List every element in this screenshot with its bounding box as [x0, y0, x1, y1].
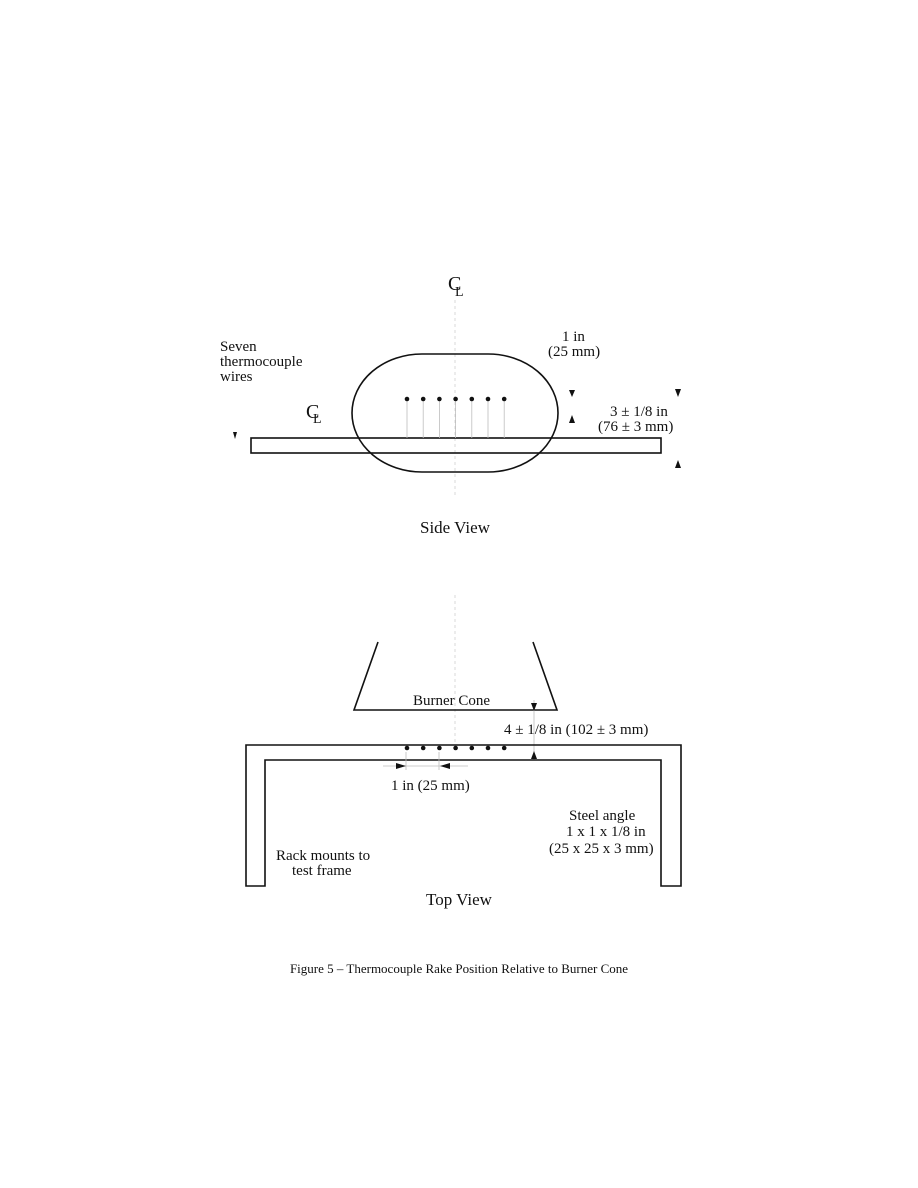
- top-spacing-arrow-left: [440, 763, 450, 769]
- rake-centerline-symbol: C: [306, 401, 319, 423]
- steel-angle-rack: [245, 744, 682, 887]
- burner-cone-outline: [351, 353, 559, 473]
- distance-label: 4 ± 1/8 in (102 ± 3 mm): [504, 722, 648, 738]
- thermocouple-dot: [404, 745, 410, 751]
- rake-centerline-symbol-sub: L: [313, 412, 322, 427]
- thermocouple-dot: [420, 396, 426, 402]
- top-view: Burner Cone 4 ± 1/8 in (102 ± 3 mm) 1 in…: [245, 595, 682, 909]
- thermocouple-dot: [453, 396, 458, 402]
- thermocouple-dot: [420, 745, 426, 751]
- thermocouple-dot: [437, 396, 442, 402]
- burner-cone-top: [352, 641, 559, 711]
- thermocouple-dot: [469, 396, 475, 402]
- thermocouple-dot: [453, 745, 458, 751]
- side-spacing-label: 1 in (25 mm): [548, 329, 600, 360]
- top-spacing-label: 1 in (25 mm): [391, 778, 470, 794]
- thermocouple-dot: [501, 396, 507, 402]
- wires-arrow: [233, 432, 237, 439]
- rake-bar: [250, 437, 662, 454]
- side-view-title: Side View: [420, 518, 491, 537]
- thermocouple-dot: [404, 396, 410, 402]
- wires-label: Seven thermocouple wires: [220, 339, 306, 385]
- rack-mounts-label: Rack mounts to test frame: [276, 848, 374, 879]
- thermocouple-wires: [406, 399, 505, 438]
- centerline-symbol-top-sub: L: [455, 285, 464, 300]
- top-view-title: Top View: [426, 890, 493, 909]
- side-height-label: 3 ± 1/8 in (76 ± 3 mm): [598, 404, 673, 435]
- spacing-arrow-up: [569, 415, 575, 423]
- centerline-symbol-top: C: [448, 273, 461, 295]
- distance-arrow-up: [531, 751, 537, 759]
- thermocouple-dot: [437, 745, 442, 751]
- thermocouple-dot: [485, 396, 491, 402]
- figure-caption: Figure 5 – Thermocouple Rake Position Re…: [290, 961, 628, 976]
- thermocouple-dot: [501, 745, 507, 751]
- thermocouple-dots-side: [404, 396, 507, 402]
- spacing-arrow-down: [569, 390, 575, 397]
- height-arrow-up: [675, 460, 681, 468]
- side-view: C L C L Seven thermocouple wires 1 in (2…: [220, 273, 681, 537]
- thermocouple-dots-top: [404, 745, 507, 751]
- thermocouple-dot: [485, 745, 491, 751]
- steel-angle-label: Steel angle 1 x 1 x 1/8 in (25 x 25 x 3 …: [549, 808, 654, 857]
- distance-arrow-down: [531, 703, 537, 711]
- thermocouple-dot: [469, 745, 475, 751]
- top-spacing-arrow-right: [396, 763, 406, 769]
- burner-cone-label: Burner Cone: [413, 693, 490, 709]
- height-arrow-down: [675, 389, 681, 397]
